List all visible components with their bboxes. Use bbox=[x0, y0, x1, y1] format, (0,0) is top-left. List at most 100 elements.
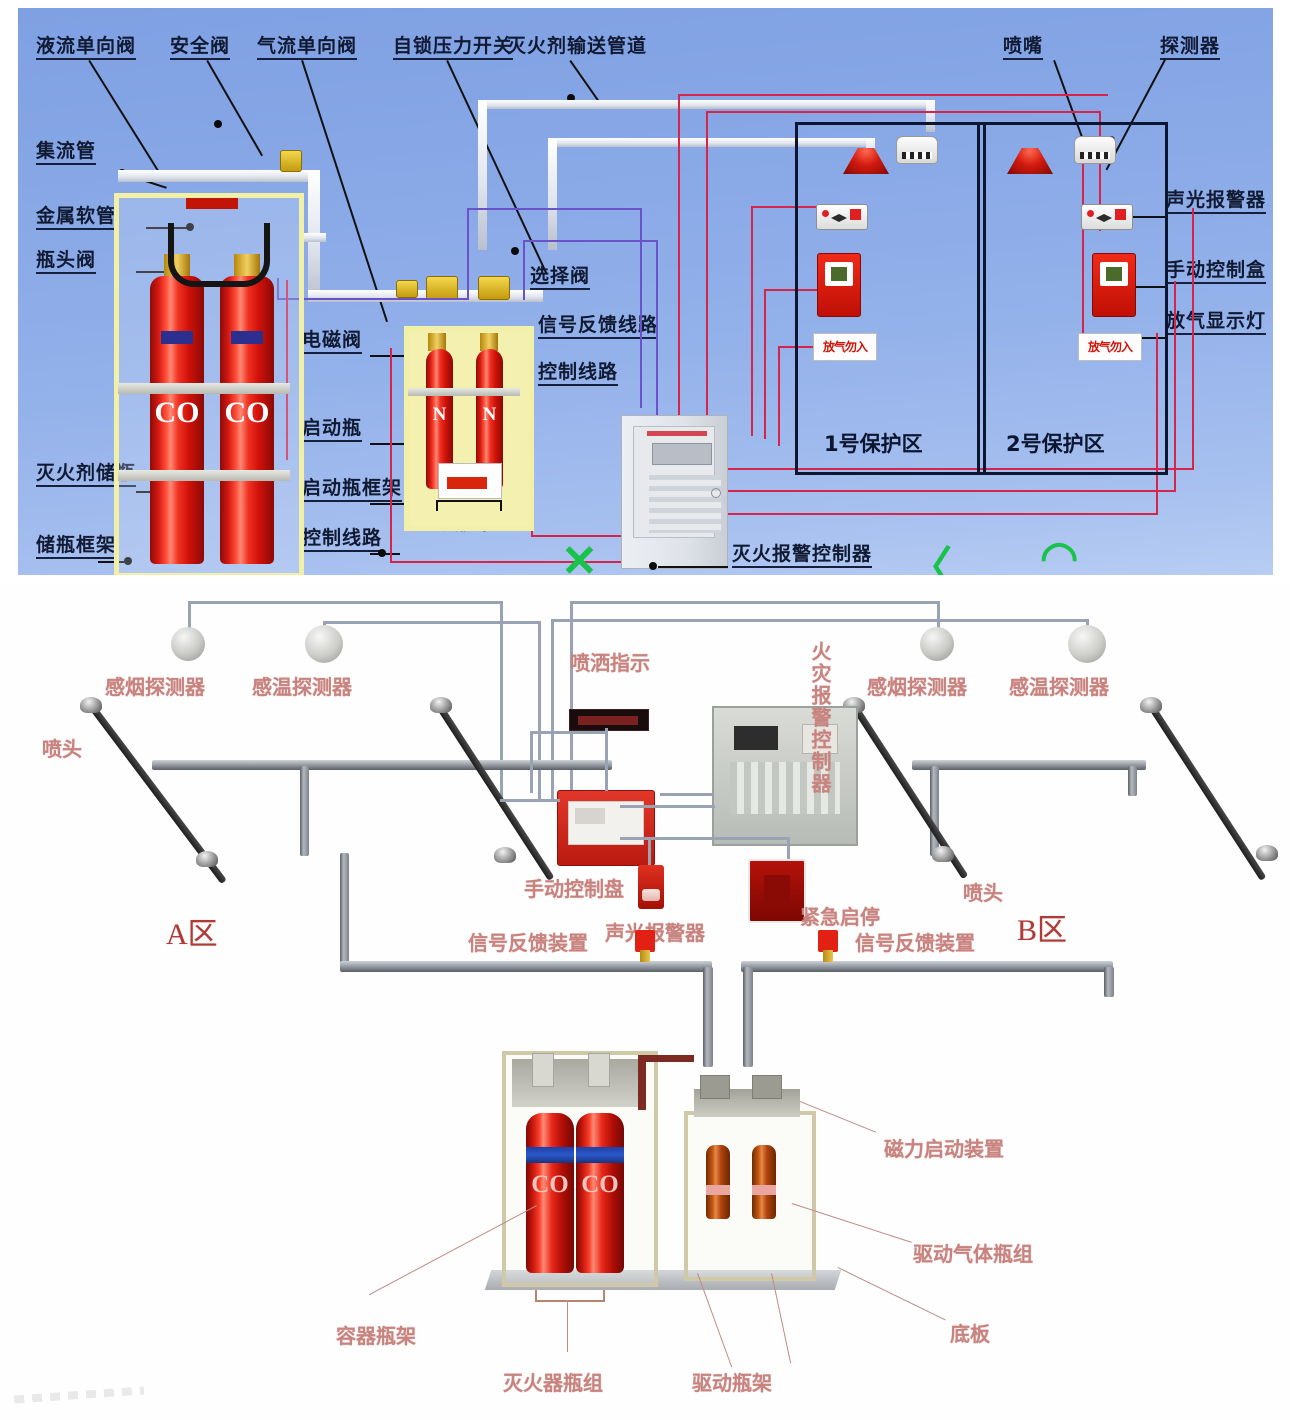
signal-wire bbox=[1082, 148, 1084, 338]
zone2-manual-control-box-icon[interactable] bbox=[1092, 253, 1136, 317]
panel-wire bbox=[620, 837, 790, 840]
control-wire bbox=[523, 240, 525, 300]
signal-wire bbox=[286, 280, 288, 460]
leader-dot bbox=[567, 94, 575, 102]
label-manifold: 集流管 bbox=[36, 141, 97, 165]
label-emergency-start-stop: 紧急启停 bbox=[800, 905, 880, 929]
label-nozzle: 喷嘴 bbox=[1003, 36, 1044, 60]
alarm-lamp bbox=[1115, 209, 1126, 220]
label-audible-visual-alarm: 声光报警器 bbox=[1166, 190, 1267, 214]
cylinder-band bbox=[706, 1185, 730, 1195]
control-wire bbox=[523, 240, 658, 242]
estop-button[interactable] bbox=[764, 875, 790, 907]
extinguisher-group-brace bbox=[535, 1290, 605, 1302]
label-magnetic-start-device: 磁力启动装置 bbox=[884, 1137, 1004, 1161]
zone1-gas-discharge-sign: 放气勿入 bbox=[813, 333, 877, 361]
label-agent-delivery-pipe: 灭火剂输送管道 bbox=[507, 35, 648, 57]
alarm-eye bbox=[831, 214, 847, 222]
alarm-eye bbox=[1096, 214, 1112, 222]
label-gas-check-valve: 气流单向阀 bbox=[257, 36, 358, 60]
panel-wire bbox=[620, 805, 715, 808]
panel-wire bbox=[530, 731, 608, 734]
zone-b-sprinkler-arm-2 bbox=[1146, 701, 1267, 881]
label-zone-b: B区 bbox=[1017, 914, 1068, 947]
zone1-detector-icon bbox=[896, 136, 938, 164]
detection-wire bbox=[538, 621, 541, 801]
panel-wire bbox=[660, 793, 712, 796]
protection-zone-2 bbox=[977, 122, 1168, 475]
zone-b-main-pipe bbox=[912, 760, 1146, 770]
solenoid-valve-icon bbox=[428, 333, 446, 351]
drive-cylinder-frame bbox=[684, 1111, 816, 1281]
smoke-detector-right-icon bbox=[920, 627, 954, 661]
label-sprinkler-head-right: 喷头 bbox=[963, 881, 1003, 905]
label-starter-cylinder-rack: 启动瓶框架 bbox=[302, 478, 403, 502]
controller-modules[interactable] bbox=[730, 762, 840, 814]
alarm-lens bbox=[642, 889, 660, 901]
panel-display bbox=[575, 808, 605, 824]
delivery-pipe-down-2 bbox=[548, 138, 557, 250]
signal-wire bbox=[678, 94, 1108, 96]
sprinkler-head-a1 bbox=[80, 697, 102, 713]
label-cylinder-head-valve: 瓶头阀 bbox=[36, 250, 97, 274]
controller-keypad[interactable] bbox=[649, 475, 721, 533]
leader-line bbox=[98, 561, 128, 563]
green-circle-mark: ◠ bbox=[1040, 533, 1079, 575]
label-manual-control-box: 手动控制盒 bbox=[1166, 260, 1267, 284]
selector-valve-icon-1 bbox=[426, 276, 458, 300]
control-wire bbox=[640, 208, 642, 408]
detection-wire bbox=[570, 601, 573, 796]
signal-wire bbox=[390, 348, 392, 563]
cylinder-stripe bbox=[576, 1147, 624, 1163]
label-zone-2: 2号保护区 bbox=[1006, 432, 1105, 456]
controller-lock[interactable] bbox=[711, 488, 721, 498]
label-manual-control-panel: 手动控制盘 bbox=[524, 877, 624, 901]
floor-pipe-right bbox=[741, 961, 1113, 972]
green-check-mark-1: ✕ bbox=[561, 537, 598, 575]
pipe-collar bbox=[302, 233, 326, 242]
zone2-gas-discharge-sign: 放气勿入 bbox=[1078, 333, 1142, 361]
label-control-line-bottom: 控制线路 bbox=[302, 528, 383, 552]
control-wire bbox=[467, 208, 642, 210]
sprinkler-head-b4 bbox=[1256, 845, 1278, 861]
emergency-start-stop-icon[interactable] bbox=[748, 859, 806, 923]
controller-display bbox=[652, 443, 712, 465]
leader-line bbox=[658, 566, 728, 568]
green-check-mark-2: 〈 bbox=[908, 544, 952, 575]
zone-a-drop-2 bbox=[340, 853, 349, 963]
controller-header-strip bbox=[647, 431, 707, 436]
signal-wire bbox=[751, 206, 753, 436]
zone1-audible-visual-alarm-icon bbox=[816, 204, 868, 230]
manual-control-panel-icon[interactable] bbox=[557, 790, 655, 866]
label-spray-indicator: 喷洒指示 bbox=[570, 651, 650, 675]
label-control-line-top: 控制线路 bbox=[538, 362, 619, 386]
label-signal-feedback-line: 信号反馈线路 bbox=[538, 315, 659, 339]
label-self-lock-pressure-switch: 自锁压力开关 bbox=[393, 36, 514, 60]
bottom-system-schematic: 感烟探测器 感温探测器 感烟探测器 感温探测器 喷头 A区 喷头 B区 喷洒指示 bbox=[0, 583, 1290, 1420]
leader-line bbox=[136, 271, 176, 273]
label-safety-valve: 安全阀 bbox=[170, 36, 231, 60]
signal-wire bbox=[724, 490, 1176, 492]
zone1-manual-control-box-icon[interactable] bbox=[817, 253, 861, 317]
safety-valve-icon bbox=[280, 150, 302, 172]
feedback-stem bbox=[640, 950, 650, 962]
detection-wire bbox=[570, 601, 940, 604]
fire-extinguishing-alarm-controller-icon[interactable] bbox=[621, 415, 728, 569]
signal-wire bbox=[778, 346, 780, 446]
riser-far-right bbox=[1104, 967, 1114, 997]
box-button[interactable] bbox=[831, 267, 847, 281]
controller-display bbox=[734, 726, 778, 750]
label-signal-feedback-device-left: 信号反馈装置 bbox=[468, 931, 588, 955]
label-container-cylinder-rack: 容器瓶架 bbox=[336, 1324, 416, 1348]
signal-wire bbox=[1156, 333, 1158, 515]
leader-line bbox=[88, 60, 159, 172]
signal-wire bbox=[390, 561, 720, 563]
protection-zone-1 bbox=[795, 122, 986, 475]
cylinder-valve-2 bbox=[588, 1053, 610, 1087]
manifold-pipe bbox=[118, 170, 318, 182]
fire-alarm-controller-icon[interactable] bbox=[712, 706, 858, 846]
metal-hose-icon bbox=[168, 223, 270, 287]
signal-wire bbox=[724, 513, 1158, 515]
box-button[interactable] bbox=[1106, 267, 1122, 281]
audible-visual-alarm-icon bbox=[638, 865, 664, 909]
